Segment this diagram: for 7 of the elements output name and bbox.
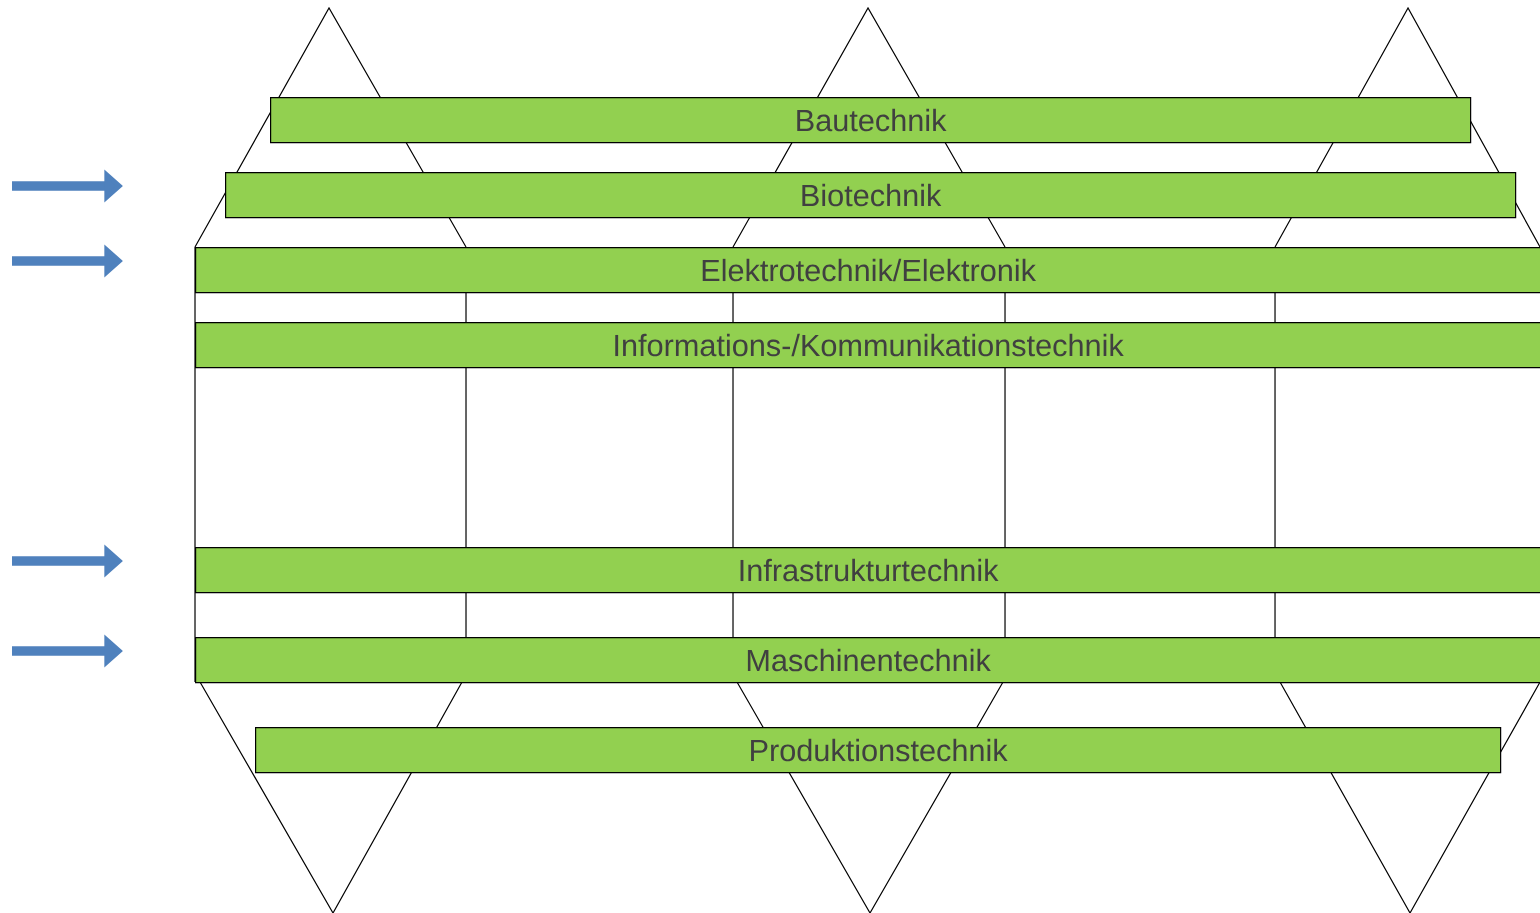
category-bar: Biotechnik bbox=[225, 172, 1517, 219]
category-bar: Produktionstechnik bbox=[255, 727, 1502, 774]
category-bar: Elektrotechnik/Elektronik bbox=[195, 247, 1540, 294]
category-bar: Maschinentechnik bbox=[195, 637, 1540, 684]
category-bar: Informations-/Kommunikationstechnik bbox=[195, 322, 1540, 369]
category-bar: Bautechnik bbox=[270, 97, 1472, 144]
category-bar: Infrastrukturtechnik bbox=[195, 547, 1540, 594]
